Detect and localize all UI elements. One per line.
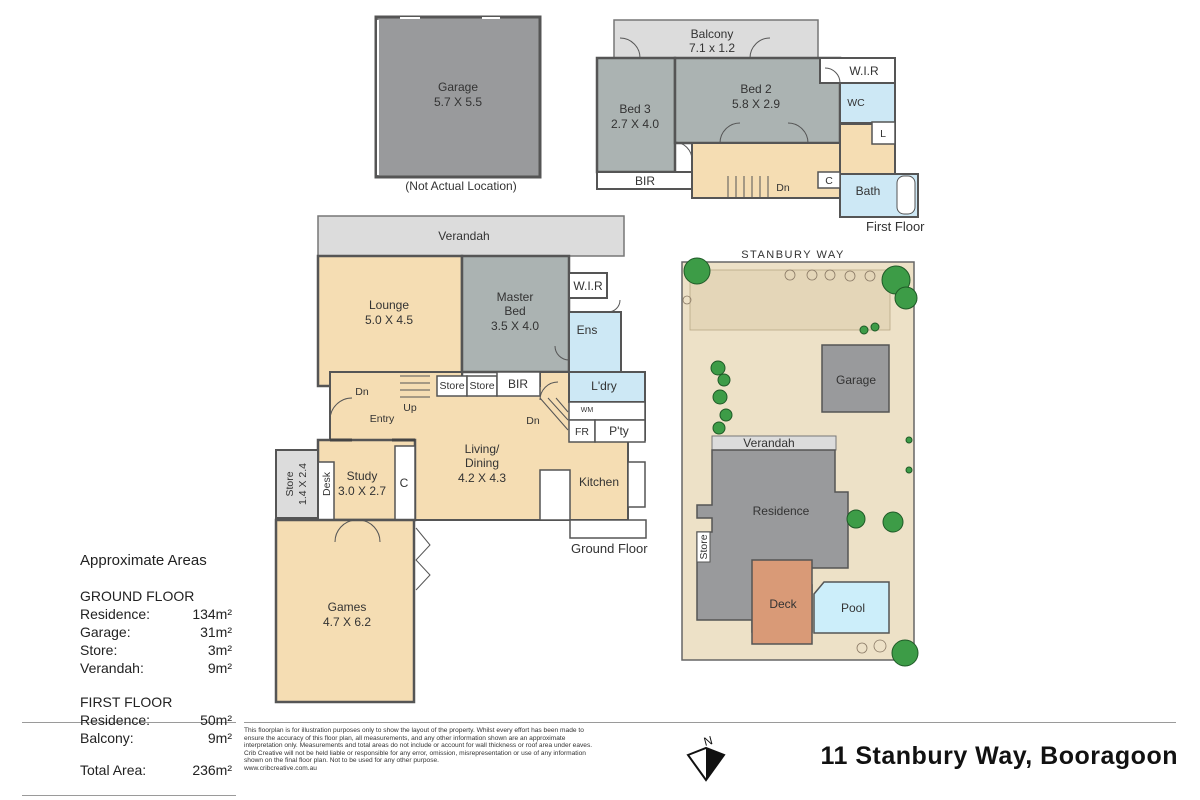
site-deck: Deck: [769, 597, 797, 611]
site-residence: Residence: [753, 504, 810, 518]
gf-dn1: Dn: [355, 386, 369, 398]
ff-l: L: [880, 128, 886, 140]
disclaimer-body: This floorplan is for illustration purpo…: [244, 727, 593, 765]
first-floor-title: First Floor: [866, 219, 925, 234]
ff-balcony-dims: 7.1 x 1.2: [689, 41, 735, 55]
site-garage: Garage: [836, 373, 876, 387]
first-floor-plan: Balcony 7.1 x 1.2 Bed 2 5.8 X 2.9 Bed 3 …: [595, 19, 925, 234]
garage-detached-name: Garage: [438, 80, 478, 94]
gf-wir: W.I.R: [573, 279, 603, 293]
gf-verandah: Verandah: [438, 229, 489, 243]
gf-study-dims: 3.0 X 2.7: [338, 484, 386, 498]
area-value: 50m²: [200, 712, 232, 728]
gf-desk: Desk: [321, 471, 333, 496]
gf-dn2: Dn: [526, 415, 540, 427]
ground-floor-title: Ground Floor: [571, 541, 648, 556]
area-label: Residence:: [80, 606, 151, 622]
ff-wir: W.I.R: [849, 64, 879, 78]
area-label: Verandah:: [80, 660, 144, 676]
area-label: Store:: [80, 642, 118, 658]
divider-left: [22, 722, 236, 723]
area-value: 9m²: [207, 660, 232, 676]
ff-wc: WC: [847, 97, 865, 109]
areas-row: Garage: 31m²: [80, 623, 232, 641]
areas-row: Balcony: 9m²: [80, 729, 232, 747]
areas-row: Verandah: 9m²: [80, 659, 232, 677]
area-label: Residence:: [80, 712, 151, 728]
ff-bed3-dims: 2.7 X 4.0: [611, 117, 659, 131]
gf-living-name2: Dining: [465, 456, 499, 470]
gf-master-name1: Master: [497, 290, 534, 304]
gf-closet: C: [400, 476, 409, 490]
gf-side-store-dims: 1.4 X 2.4: [297, 463, 309, 505]
area-value: 9m²: [207, 730, 232, 746]
gf-kitchen: Kitchen: [579, 475, 619, 489]
compass-icon: N: [686, 733, 726, 782]
ff-bath: Bath: [856, 184, 881, 198]
gf-laundry: L'dry: [591, 379, 617, 393]
compass-north-label: N: [702, 733, 714, 749]
ff-dn: Dn: [776, 182, 790, 194]
ground-floor-plan: Verandah Lounge 5.0 X 4.5 Master Bed 3.5…: [274, 215, 648, 704]
gf-master-name2: Bed: [504, 304, 525, 318]
area-value: 3m²: [207, 642, 232, 658]
areas-heading: Approximate Areas: [80, 552, 207, 569]
total-value: 236m²: [192, 762, 232, 778]
site-pool: Pool: [841, 601, 865, 615]
gf-store1: Store: [439, 380, 464, 392]
gf-living-dims: 4.2 X 4.3: [458, 471, 506, 485]
gf-games-name: Games: [328, 600, 367, 614]
ff-bed2-name: Bed 2: [740, 82, 772, 96]
ff-bir: BIR: [635, 174, 655, 188]
gf-living-name1: Living/: [465, 442, 500, 456]
total-label: Total Area:: [80, 762, 147, 778]
site-store: Store: [698, 534, 710, 559]
site-verandah: Verandah: [743, 436, 794, 450]
gf-bir: BIR: [508, 377, 528, 391]
areas-row: Store: 3m²: [80, 641, 232, 659]
detached-garage: Garage 5.7 X 5.5 (Not Actual Location): [374, 15, 542, 193]
gf-games-dims: 4.7 X 6.2: [323, 615, 371, 629]
gf-wm: WM: [581, 407, 594, 414]
areas-total-row: Total Area: 236m²: [80, 761, 232, 779]
garage-detached-note: (Not Actual Location): [405, 179, 516, 193]
gf-lounge-dims: 5.0 X 4.5: [365, 313, 413, 327]
ff-bed2-dims: 5.8 X 2.9: [732, 97, 780, 111]
website-link[interactable]: www.cribcreative.com.au: [244, 764, 317, 772]
area-label: Balcony:: [80, 730, 134, 746]
area-value: 134m²: [192, 606, 232, 622]
areas-row: Residence: 50m²: [80, 711, 232, 729]
disclaimer-text: This floorplan is for illustration purpo…: [244, 727, 604, 773]
divider-main: [244, 722, 1176, 723]
gf-side-store-name: Store: [284, 471, 296, 496]
site-street-name: STANBURY WAY: [741, 249, 845, 261]
gf-store2: Store: [469, 380, 494, 392]
areas-row: Residence: 134m²: [80, 605, 232, 623]
gf-pantry: P'ty: [609, 424, 629, 438]
gf-study-name: Study: [347, 469, 378, 483]
area-value: 31m²: [200, 624, 232, 640]
property-address: 11 Stanbury Way, Booragoon: [820, 742, 1178, 770]
areas-first-title: FIRST FLOOR: [80, 694, 173, 710]
gf-lounge-name: Lounge: [369, 298, 409, 312]
ff-balcony-name: Balcony: [691, 27, 734, 41]
site-plan: STANBURY WAY Garage Verandah Residence S…: [681, 249, 919, 667]
garage-detached-dims: 5.7 X 5.5: [434, 95, 482, 109]
area-label: Garage:: [80, 624, 131, 640]
gf-ens: Ens: [577, 323, 598, 337]
gf-entry: Entry: [370, 413, 395, 425]
approximate-areas-panel: Approximate Areas GROUND FLOOR Residence…: [80, 552, 232, 779]
divider-bottom: [22, 795, 236, 796]
ff-bed3-name: Bed 3: [619, 102, 651, 116]
gf-fr: FR: [575, 426, 589, 438]
gf-master-dims: 3.5 X 4.0: [491, 319, 539, 333]
gf-up: Up: [403, 402, 417, 414]
areas-ground-title: GROUND FLOOR: [80, 588, 195, 604]
ff-c: C: [825, 175, 833, 187]
